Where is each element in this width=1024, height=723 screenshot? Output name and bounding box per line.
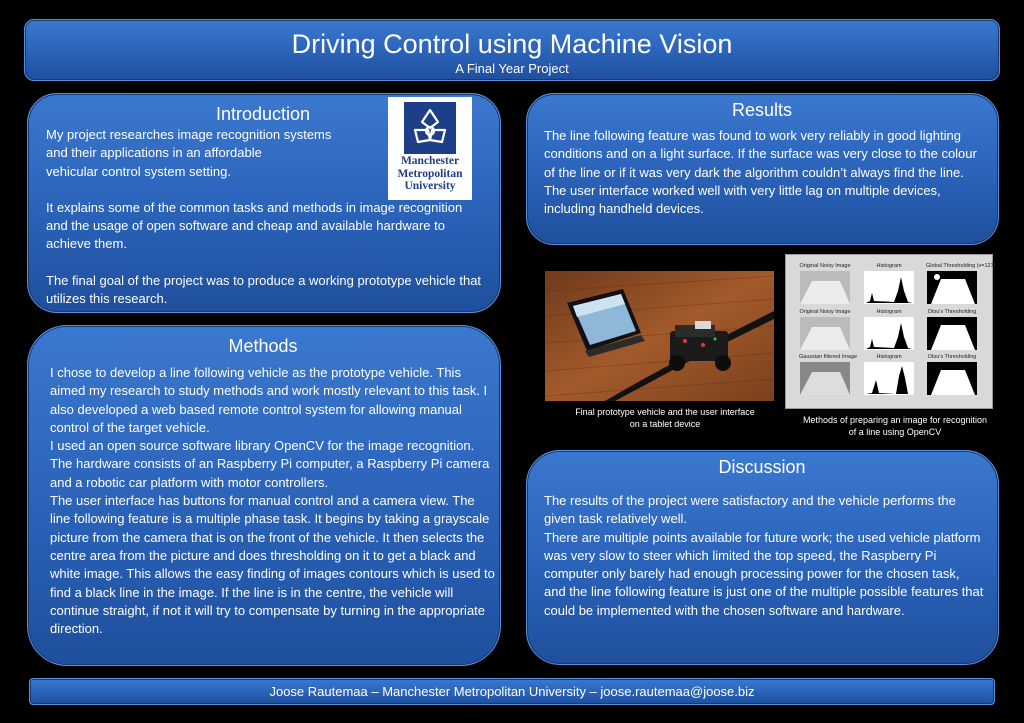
logo-line-1: Manchester [400, 155, 460, 167]
figure-label: Original Noisy Image [799, 263, 851, 269]
methods-text: I chose to develop a line following vehi… [50, 364, 495, 638]
histogram-thumbnail [864, 317, 914, 350]
noisy-image-thumbnail [800, 317, 850, 350]
introduction-p1-line3: vehicular control system setting. [46, 163, 231, 179]
introduction-p1-line1: My project researches image recognition … [46, 127, 332, 142]
methods-title: Methods [228, 336, 298, 356]
figure-cell: Histogram [863, 354, 915, 395]
histogram-thumbnail [864, 271, 914, 304]
results-p1: The line following feature was found to … [544, 128, 977, 180]
thresholding-figure: Original Noisy Image Histogram Global Th… [785, 254, 996, 409]
footer-banner: Joose Rautemaa – Manchester Metropolitan… [29, 678, 995, 705]
methods-p2: I used an open source software library O… [50, 438, 490, 490]
introduction-title: Introduction [215, 104, 311, 124]
figure-cell: Gaussian filtered Image [799, 354, 858, 395]
university-wordmark: Manchester Metropolitan University [388, 155, 472, 193]
figure-label: Gaussian filtered Image [799, 354, 858, 360]
methods-panel: Methods I chose to develop a line follow… [27, 325, 501, 666]
results-panel: Results The line following feature was f… [526, 93, 999, 245]
logo-line-2: Metropolitan [397, 167, 463, 180]
photo-caption: Final prototype vehicle and the user int… [575, 407, 755, 429]
figure-cell: Global Thresholding (v=127) [926, 263, 996, 304]
introduction-p2: It explains some of the common tasks and… [46, 199, 463, 252]
figure-cell: Original Noisy Image [799, 309, 851, 350]
introduction-text: My project researches image recognition … [46, 126, 486, 308]
figure-cell: Histogram [863, 309, 915, 350]
histogram-thumbnail [864, 362, 914, 395]
header-banner: Driving Control using Machine Vision A F… [24, 19, 1000, 81]
gaussian-image-thumbnail [800, 362, 850, 395]
results-text: The line following feature was found to … [544, 127, 984, 218]
discussion-p2: There are multiple points available for … [544, 529, 984, 618]
introduction-p3: The final goal of the project was to pro… [46, 272, 482, 307]
poster-subtitle: A Final Year Project [455, 61, 569, 76]
figure-label: Otsu's Thresholding [927, 309, 977, 315]
discussion-title: Discussion [718, 457, 806, 477]
prototype-vehicle-photo [545, 271, 774, 401]
figure-cell: Otsu's Thresholding [926, 309, 978, 350]
figure-cell: Otsu's Thresholding [926, 354, 978, 395]
figure-label: Histogram [876, 354, 902, 360]
discussion-panel: Discussion The results of the project we… [526, 450, 999, 665]
figure-label: Otsu's Thresholding [927, 354, 977, 360]
figure-cell: Original Noisy Image [799, 263, 851, 304]
university-logo: Manchester Metropolitan University [388, 97, 472, 200]
university-crest-icon [404, 102, 456, 154]
footer-text: Joose Rautemaa – Manchester Metropolitan… [269, 684, 755, 699]
figure-caption: Methods of preparing an image for recogn… [802, 415, 988, 437]
methods-p3: The user interface has buttons for manua… [50, 493, 495, 637]
figure-label: Original Noisy Image [799, 309, 851, 315]
figure-cell: Histogram [863, 263, 915, 304]
noisy-image-thumbnail [800, 271, 850, 304]
threshold-thumbnail [927, 271, 977, 304]
introduction-p1-line2: and their applications in an affordable [46, 145, 262, 161]
figure-label: Histogram [876, 263, 902, 269]
threshold-thumbnail [927, 362, 977, 395]
discussion-p1: The results of the project were satisfac… [544, 493, 956, 527]
logo-line-3: University [404, 180, 456, 192]
figure-label: Histogram [876, 309, 902, 315]
poster-title: Driving Control using Machine Vision [291, 29, 733, 59]
discussion-text: The results of the project were satisfac… [544, 492, 984, 620]
threshold-thumbnail [927, 317, 977, 350]
figure-label: Global Thresholding (v=127) [926, 263, 996, 269]
methods-p1: I chose to develop a line following vehi… [50, 365, 488, 435]
results-title: Results [731, 100, 793, 120]
results-p2: The user interface worked well with very… [544, 182, 941, 217]
